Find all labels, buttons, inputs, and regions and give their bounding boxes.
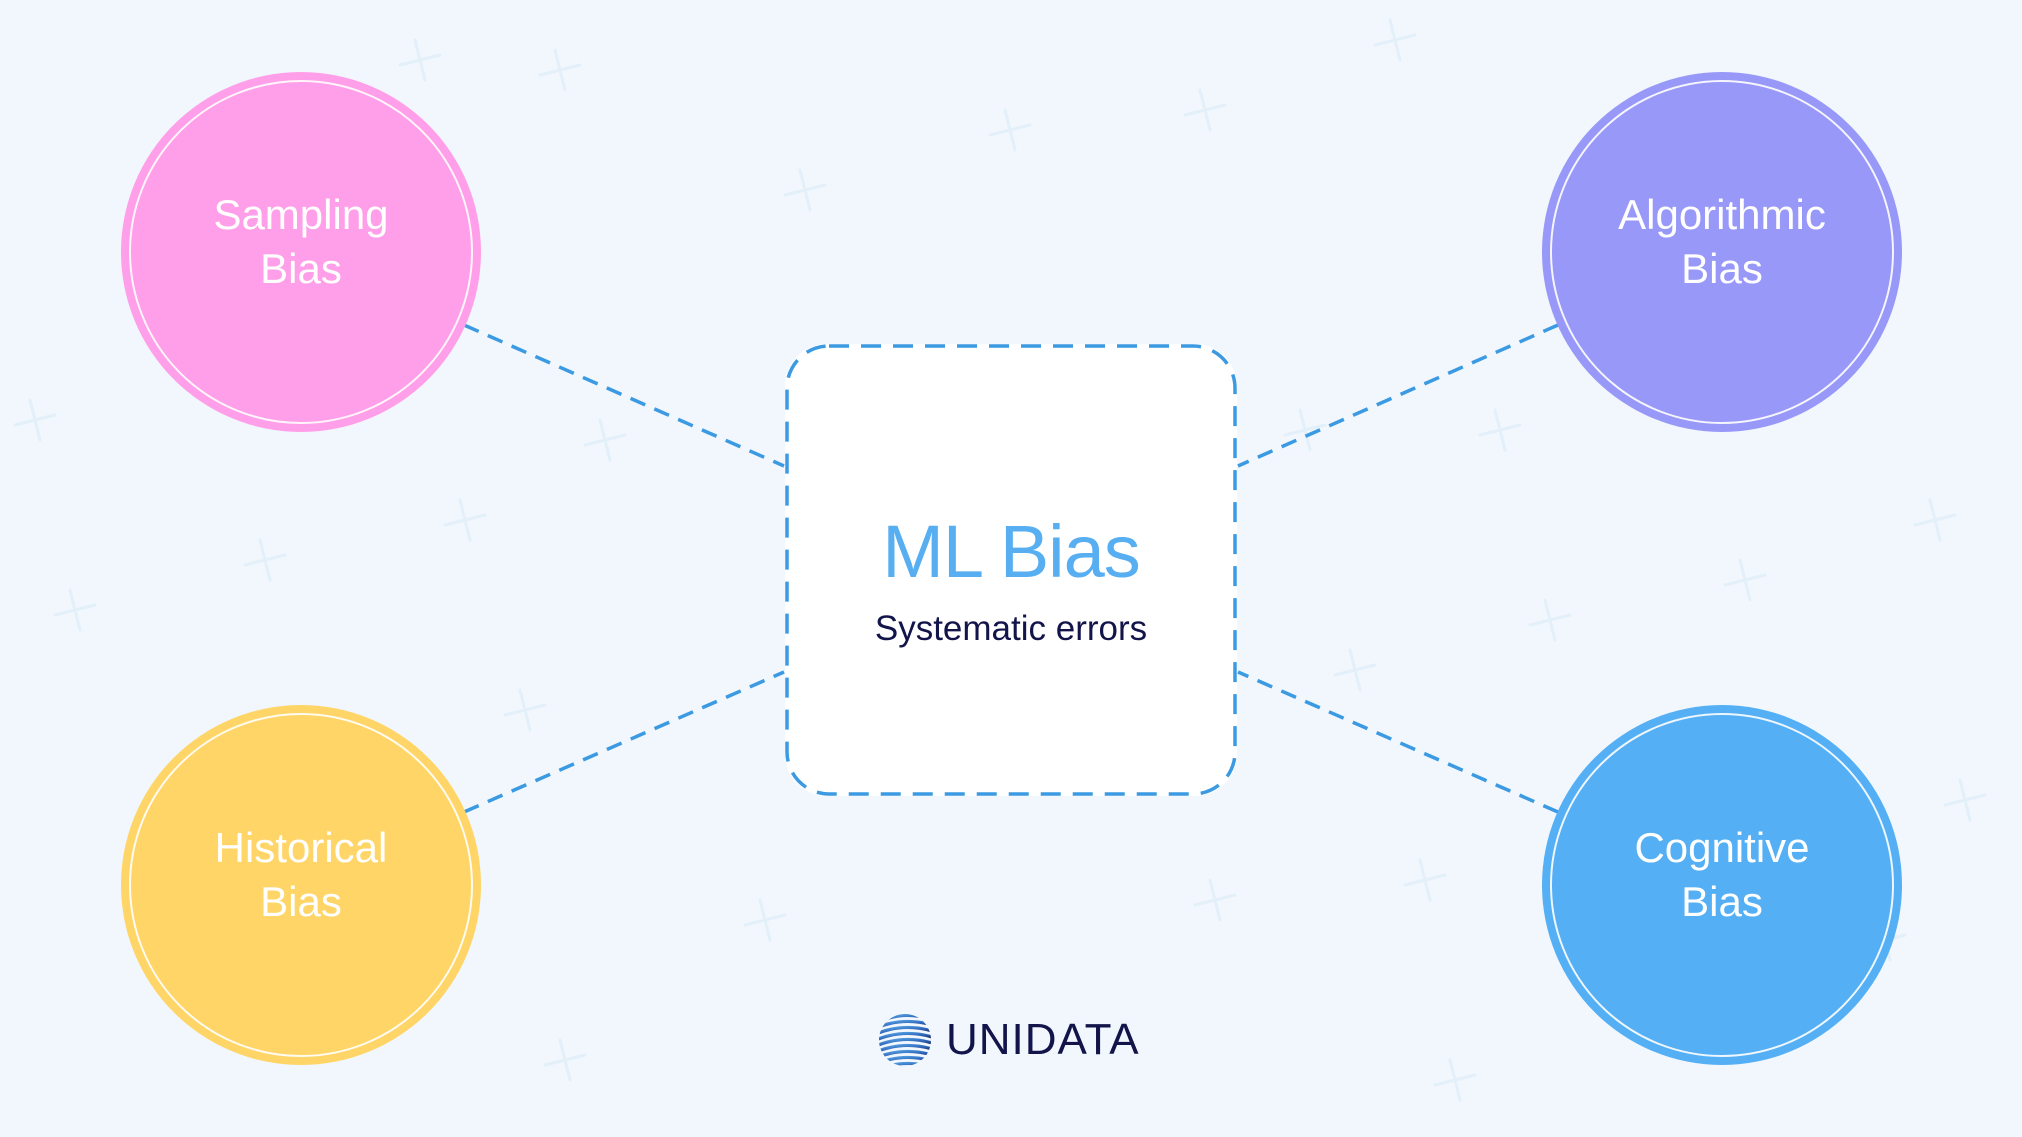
node-algorithmic-bias: Algorithmic Bias [1542,72,1902,432]
node-label-line2: Bias [260,878,342,925]
node-label: Sampling Bias [213,188,388,296]
node-label-line1: Sampling [213,191,389,238]
node-label: Algorithmic Bias [1618,188,1826,296]
node-sampling-bias: Sampling Bias [121,72,481,432]
center-node-ml-bias: ML Bias Systematic errors [785,344,1237,796]
node-label-line2: Bias [1681,878,1763,925]
node-label-line2: Bias [1681,245,1763,292]
logo-wordmark: UNIDATA [946,1015,1140,1064]
center-title: ML Bias [882,510,1141,593]
center-subtitle: Systematic errors [874,609,1148,648]
node-label: Historical Bias [215,821,388,929]
striped-globe-icon [879,1014,931,1066]
node-label-line1: Algorithmic [1618,191,1826,238]
unidata-logo: UNIDATA [878,1013,1140,1067]
node-cognitive-bias: Cognitive Bias [1542,705,1902,1065]
node-label-line1: Cognitive [1634,824,1810,871]
node-label-line1: Historical [214,824,388,871]
node-label-line2: Bias [260,245,342,292]
node-label: Cognitive Bias [1634,821,1809,929]
node-historical-bias: Historical Bias [121,705,481,1065]
